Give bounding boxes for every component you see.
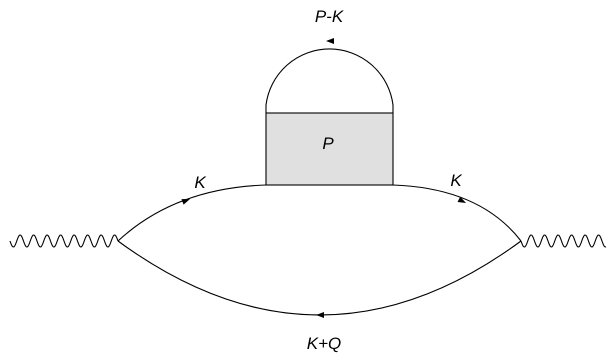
upper-right-propagator: [392, 184, 522, 242]
loop-propagator: [265, 48, 394, 113]
loop-arrow: [326, 38, 334, 44]
lower-momentum-label: K+Q: [307, 334, 342, 353]
upper-left-propagator: [117, 184, 267, 242]
upper-left-arrow: [181, 199, 190, 205]
upper-left-momentum-label: K: [194, 173, 206, 192]
left-photon-line: [9, 234, 119, 248]
lower-arrow: [316, 312, 324, 318]
upper-right-momentum-label: K: [450, 171, 462, 190]
self-energy-box: [265, 112, 394, 186]
right-photon-line: [520, 234, 607, 248]
loop-momentum-label: P-K: [315, 7, 344, 26]
upper-right-arrow: [457, 196, 466, 203]
lower-propagator: [117, 240, 522, 316]
box-momentum-label: P: [322, 134, 334, 153]
